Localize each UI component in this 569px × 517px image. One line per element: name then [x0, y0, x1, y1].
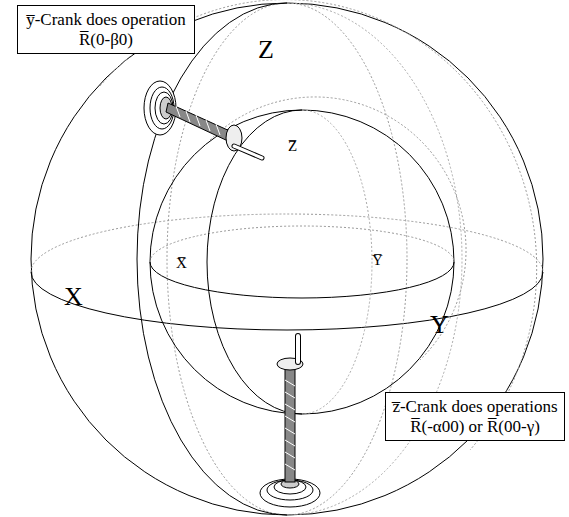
- axis-label: X̅: [176, 255, 187, 272]
- callout-text: z̅-Crank does operations R̅(-α00) or R̅(…: [392, 397, 558, 436]
- axis-label: Y: [430, 310, 449, 340]
- axis-label: X: [64, 282, 83, 312]
- callout-box: z̅-Crank does operations R̅(-α00) or R̅(…: [385, 392, 565, 441]
- callout-text: y̅-Crank does operation R̅(0-β0): [24, 10, 188, 49]
- axis-label: Y̅: [372, 252, 383, 269]
- callout-box: y̅-Crank does operation R̅(0-β0): [17, 5, 195, 54]
- axis-label: Z̅: [288, 138, 297, 155]
- axis-label: Z: [258, 35, 274, 65]
- z-crank: [260, 336, 320, 507]
- y-crank: [144, 81, 262, 158]
